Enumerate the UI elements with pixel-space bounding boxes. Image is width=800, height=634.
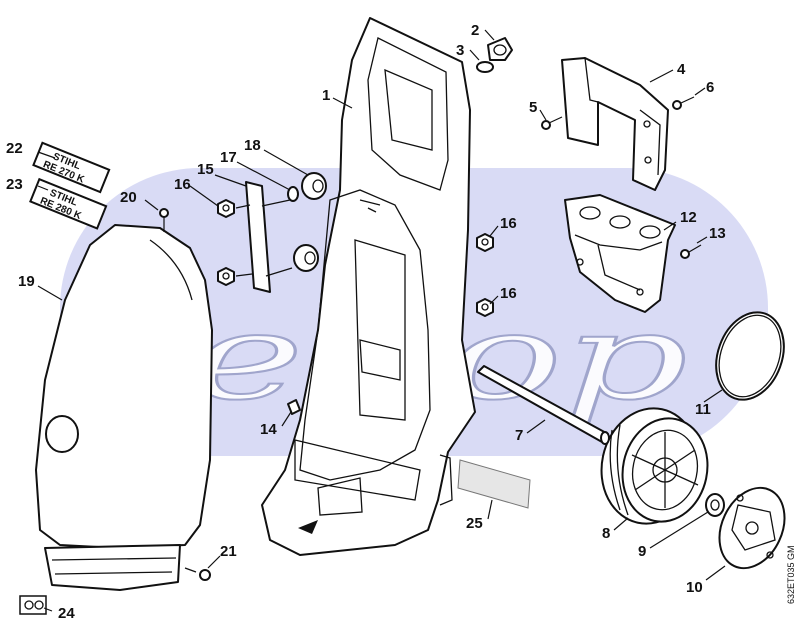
- cap-part-2: [487, 37, 513, 61]
- ring-part-11: [715, 311, 785, 401]
- screw-part-5: [541, 116, 563, 130]
- label-part-25: [457, 459, 531, 509]
- screw-part-21: [184, 567, 211, 581]
- nut-part-16-low: [476, 298, 494, 317]
- label-18: 18: [244, 137, 261, 154]
- nut-part-16-left: [217, 199, 235, 286]
- label-9: 9: [638, 543, 646, 560]
- washer-part-17: [287, 186, 299, 202]
- label-16-low: 16: [500, 285, 517, 302]
- hubcap-part-10: [718, 486, 786, 570]
- label-11: 11: [695, 401, 711, 418]
- label-14: 14: [260, 421, 277, 438]
- cover-part-19: [35, 224, 213, 591]
- nut-part-16-mid: [476, 233, 494, 252]
- label-22: 22: [6, 140, 23, 157]
- oring-part-3: [476, 61, 494, 73]
- label-3: 3: [456, 42, 464, 59]
- leader-lines: [37, 29, 726, 612]
- label-4: 4: [677, 61, 686, 78]
- screw-part-13: [680, 244, 702, 259]
- label-19: 19: [18, 273, 35, 290]
- label-12: 12: [680, 209, 697, 226]
- bushing-part-18: [293, 172, 327, 272]
- label-16-left: 16: [174, 176, 191, 193]
- label-1: 1: [322, 87, 330, 104]
- label-7: 7: [515, 427, 523, 444]
- clip-part-14: [287, 399, 301, 415]
- screw-part-20: [159, 208, 169, 232]
- bracket-part-12: [564, 194, 676, 313]
- label-17: 17: [220, 149, 237, 166]
- label-5: 5: [529, 99, 537, 116]
- label-25: 25: [466, 515, 483, 532]
- axle-part-7: [477, 365, 610, 445]
- wheel-part-8: [600, 407, 709, 525]
- frame-part-1: [261, 17, 476, 556]
- label-15: 15: [197, 161, 214, 178]
- label-16-mid: 16: [500, 215, 517, 232]
- label-10: 10: [686, 579, 703, 596]
- label-6: 6: [706, 79, 714, 96]
- label-20: 20: [120, 189, 137, 206]
- handle-part-4: [561, 57, 669, 191]
- label-21: 21: [220, 543, 237, 560]
- label-23: 23: [6, 176, 23, 193]
- badge-part-24: [19, 595, 47, 615]
- label-2: 2: [471, 22, 479, 39]
- plate-part-15: [235, 181, 293, 293]
- label-24: 24: [58, 605, 75, 622]
- drawing-code: 632ET035 GM: [786, 545, 796, 604]
- label-8: 8: [602, 525, 610, 542]
- washer-part-9: [705, 493, 725, 517]
- label-13: 13: [709, 225, 726, 242]
- screw-part-6: [672, 96, 695, 110]
- part-numbers: 1 2 3 4 5 6 7 8 9 10 11 12 13 14 15 16 1…: [6, 22, 726, 622]
